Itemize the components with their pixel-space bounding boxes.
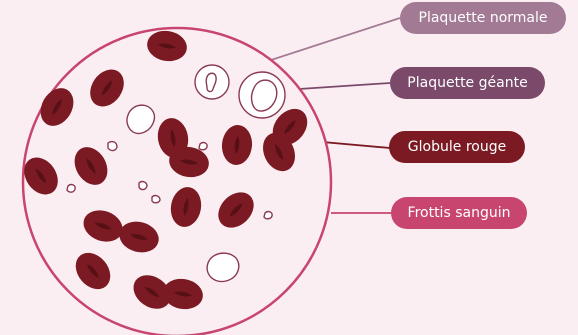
giant-platelet-highlight — [239, 72, 285, 118]
blood-smear-label: Frottis sanguin — [391, 197, 527, 229]
platelet — [207, 253, 239, 281]
platelet — [139, 182, 147, 190]
normal-platelet-label: Plaquette normale — [400, 2, 566, 34]
platelet — [152, 196, 160, 203]
normal-platelet-highlight — [195, 65, 229, 99]
platelet — [67, 185, 75, 193]
platelet — [108, 142, 117, 151]
giant-platelet-label: Plaquette géante — [390, 67, 545, 99]
platelet — [199, 143, 207, 150]
red-cell-label: Globule rouge — [389, 131, 525, 163]
platelet — [264, 212, 272, 219]
